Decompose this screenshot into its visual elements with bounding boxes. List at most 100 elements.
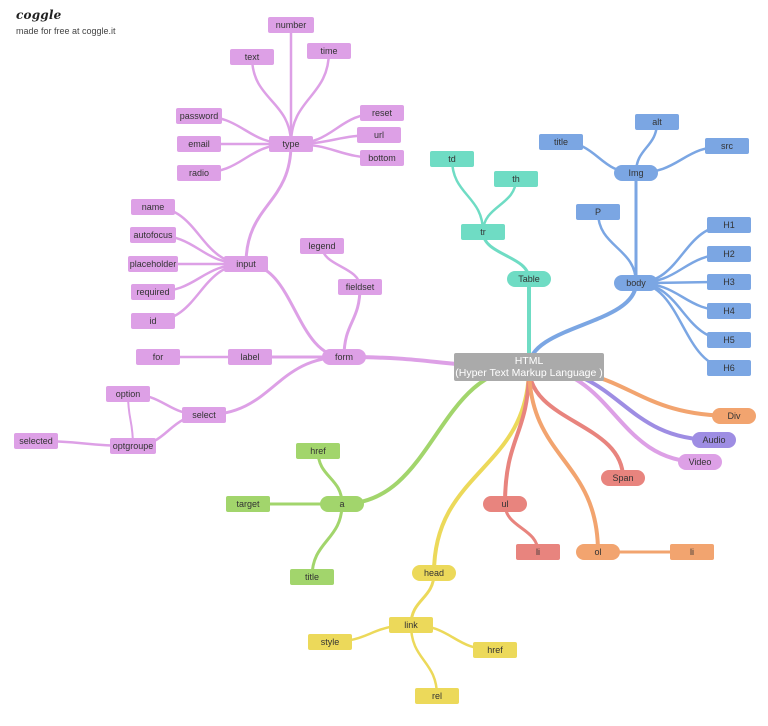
node-audio[interactable]: Audio [692,432,736,448]
connector-form-to-select [202,355,346,417]
node-form[interactable]: form [322,349,366,365]
node-label-h1: H1 [723,220,735,230]
node-body[interactable]: body [614,275,658,291]
node-a-title[interactable]: title [290,569,334,585]
node-label-root: HTML(Hyper Text Markup Language ) [455,355,602,379]
node-ol-li[interactable]: li [670,544,714,560]
node-style[interactable]: style [308,634,352,650]
node-option[interactable]: option [106,386,150,402]
node-box-autofocus [130,227,176,243]
node-box-link-href [473,642,517,658]
connector-root-to-ul [503,365,531,506]
node-id[interactable]: id [131,313,175,329]
node-type[interactable]: type [269,136,313,152]
node-box-style [308,634,352,650]
node-label-h6: H6 [723,363,735,373]
node-reset[interactable]: reset [360,105,404,121]
node-box-head [412,565,456,581]
node-h3[interactable]: H3 [707,274,751,290]
node-box-img-title [539,134,583,150]
node-root[interactable]: HTML(Hyper Text Markup Language ) [454,353,604,381]
node-label-span: Span [612,473,633,483]
node-box-h2 [707,246,751,262]
node-src[interactable]: src [705,138,749,154]
node-label-td: td [448,154,456,164]
node-box-root [454,353,604,381]
connector-form-to-input [244,262,346,359]
node-input[interactable]: input [224,256,268,272]
node-text[interactable]: text [230,49,274,65]
node-label-audio: Audio [702,435,725,445]
node-ul-li[interactable]: li [516,544,560,560]
node-label-h4: H4 [723,306,735,316]
node-target[interactable]: target [226,496,270,512]
node-label-password: password [180,111,219,121]
node-table[interactable]: Table [507,271,551,287]
node-div[interactable]: Div [712,408,756,424]
node-label-link: link [404,620,418,630]
node-box-placeholder [128,256,178,272]
node-url[interactable]: url [357,127,401,143]
node-link[interactable]: link [389,617,433,633]
node-h2[interactable]: H2 [707,246,751,262]
node-td[interactable]: td [430,151,474,167]
node-link-href[interactable]: href [473,642,517,658]
node-radio[interactable]: radio [177,165,221,181]
node-img[interactable]: Img [614,165,658,181]
node-box-video [678,454,722,470]
connector-root-to-a [340,365,531,506]
node-label-img-title: title [554,137,568,147]
node-h4[interactable]: H4 [707,303,751,319]
node-p[interactable]: P [576,204,620,220]
node-alt[interactable]: alt [635,114,679,130]
node-rel[interactable]: rel [415,688,459,704]
node-span[interactable]: Span [601,470,645,486]
node-box-a [320,496,364,512]
node-label-div: Div [728,411,741,421]
node-ul[interactable]: ul [483,496,527,512]
node-optgroupe[interactable]: optgroupe [110,438,156,454]
node-box-img [614,165,658,181]
node-video[interactable]: Video [678,454,722,470]
node-label-placeholder: placeholder [130,259,177,269]
connector-link-to-rel [409,623,439,698]
node-label-target: target [236,499,260,509]
node-label-head: head [424,568,444,578]
node-box-link [389,617,433,633]
node-a-href[interactable]: href [296,443,340,459]
node-placeholder[interactable]: placeholder [128,256,178,272]
node-label[interactable]: label [228,349,272,365]
node-box-input [224,256,268,272]
node-number[interactable]: number [268,17,314,33]
node-box-required [131,284,175,300]
node-a[interactable]: a [320,496,364,512]
node-head[interactable]: head [412,565,456,581]
node-label-selected: selected [19,436,53,446]
node-tr[interactable]: tr [461,224,505,240]
node-autofocus[interactable]: autofocus [130,227,176,243]
connector-input-to-type [244,142,293,266]
node-fieldset[interactable]: fieldset [338,279,382,295]
node-label-ol: ol [594,547,601,557]
node-required[interactable]: required [131,284,175,300]
node-legend[interactable]: legend [300,238,344,254]
node-th[interactable]: th [494,171,538,187]
node-label-ul: ul [501,499,508,509]
node-h1[interactable]: H1 [707,217,751,233]
node-for[interactable]: for [136,349,180,365]
node-ol[interactable]: ol [576,544,620,560]
node-box-div [712,408,756,424]
node-selected[interactable]: selected [14,433,58,449]
node-h5[interactable]: H5 [707,332,751,348]
node-time[interactable]: time [307,43,351,59]
node-h6[interactable]: H6 [707,360,751,376]
node-bottom[interactable]: bottom [360,150,404,166]
node-select[interactable]: select [182,407,226,423]
coggle-logo[interactable]: coggle [16,8,62,22]
node-email[interactable]: email [177,136,221,152]
node-name[interactable]: name [131,199,175,215]
node-label-src: src [721,141,733,151]
node-img-title[interactable]: title [539,134,583,150]
node-password[interactable]: password [176,108,222,124]
